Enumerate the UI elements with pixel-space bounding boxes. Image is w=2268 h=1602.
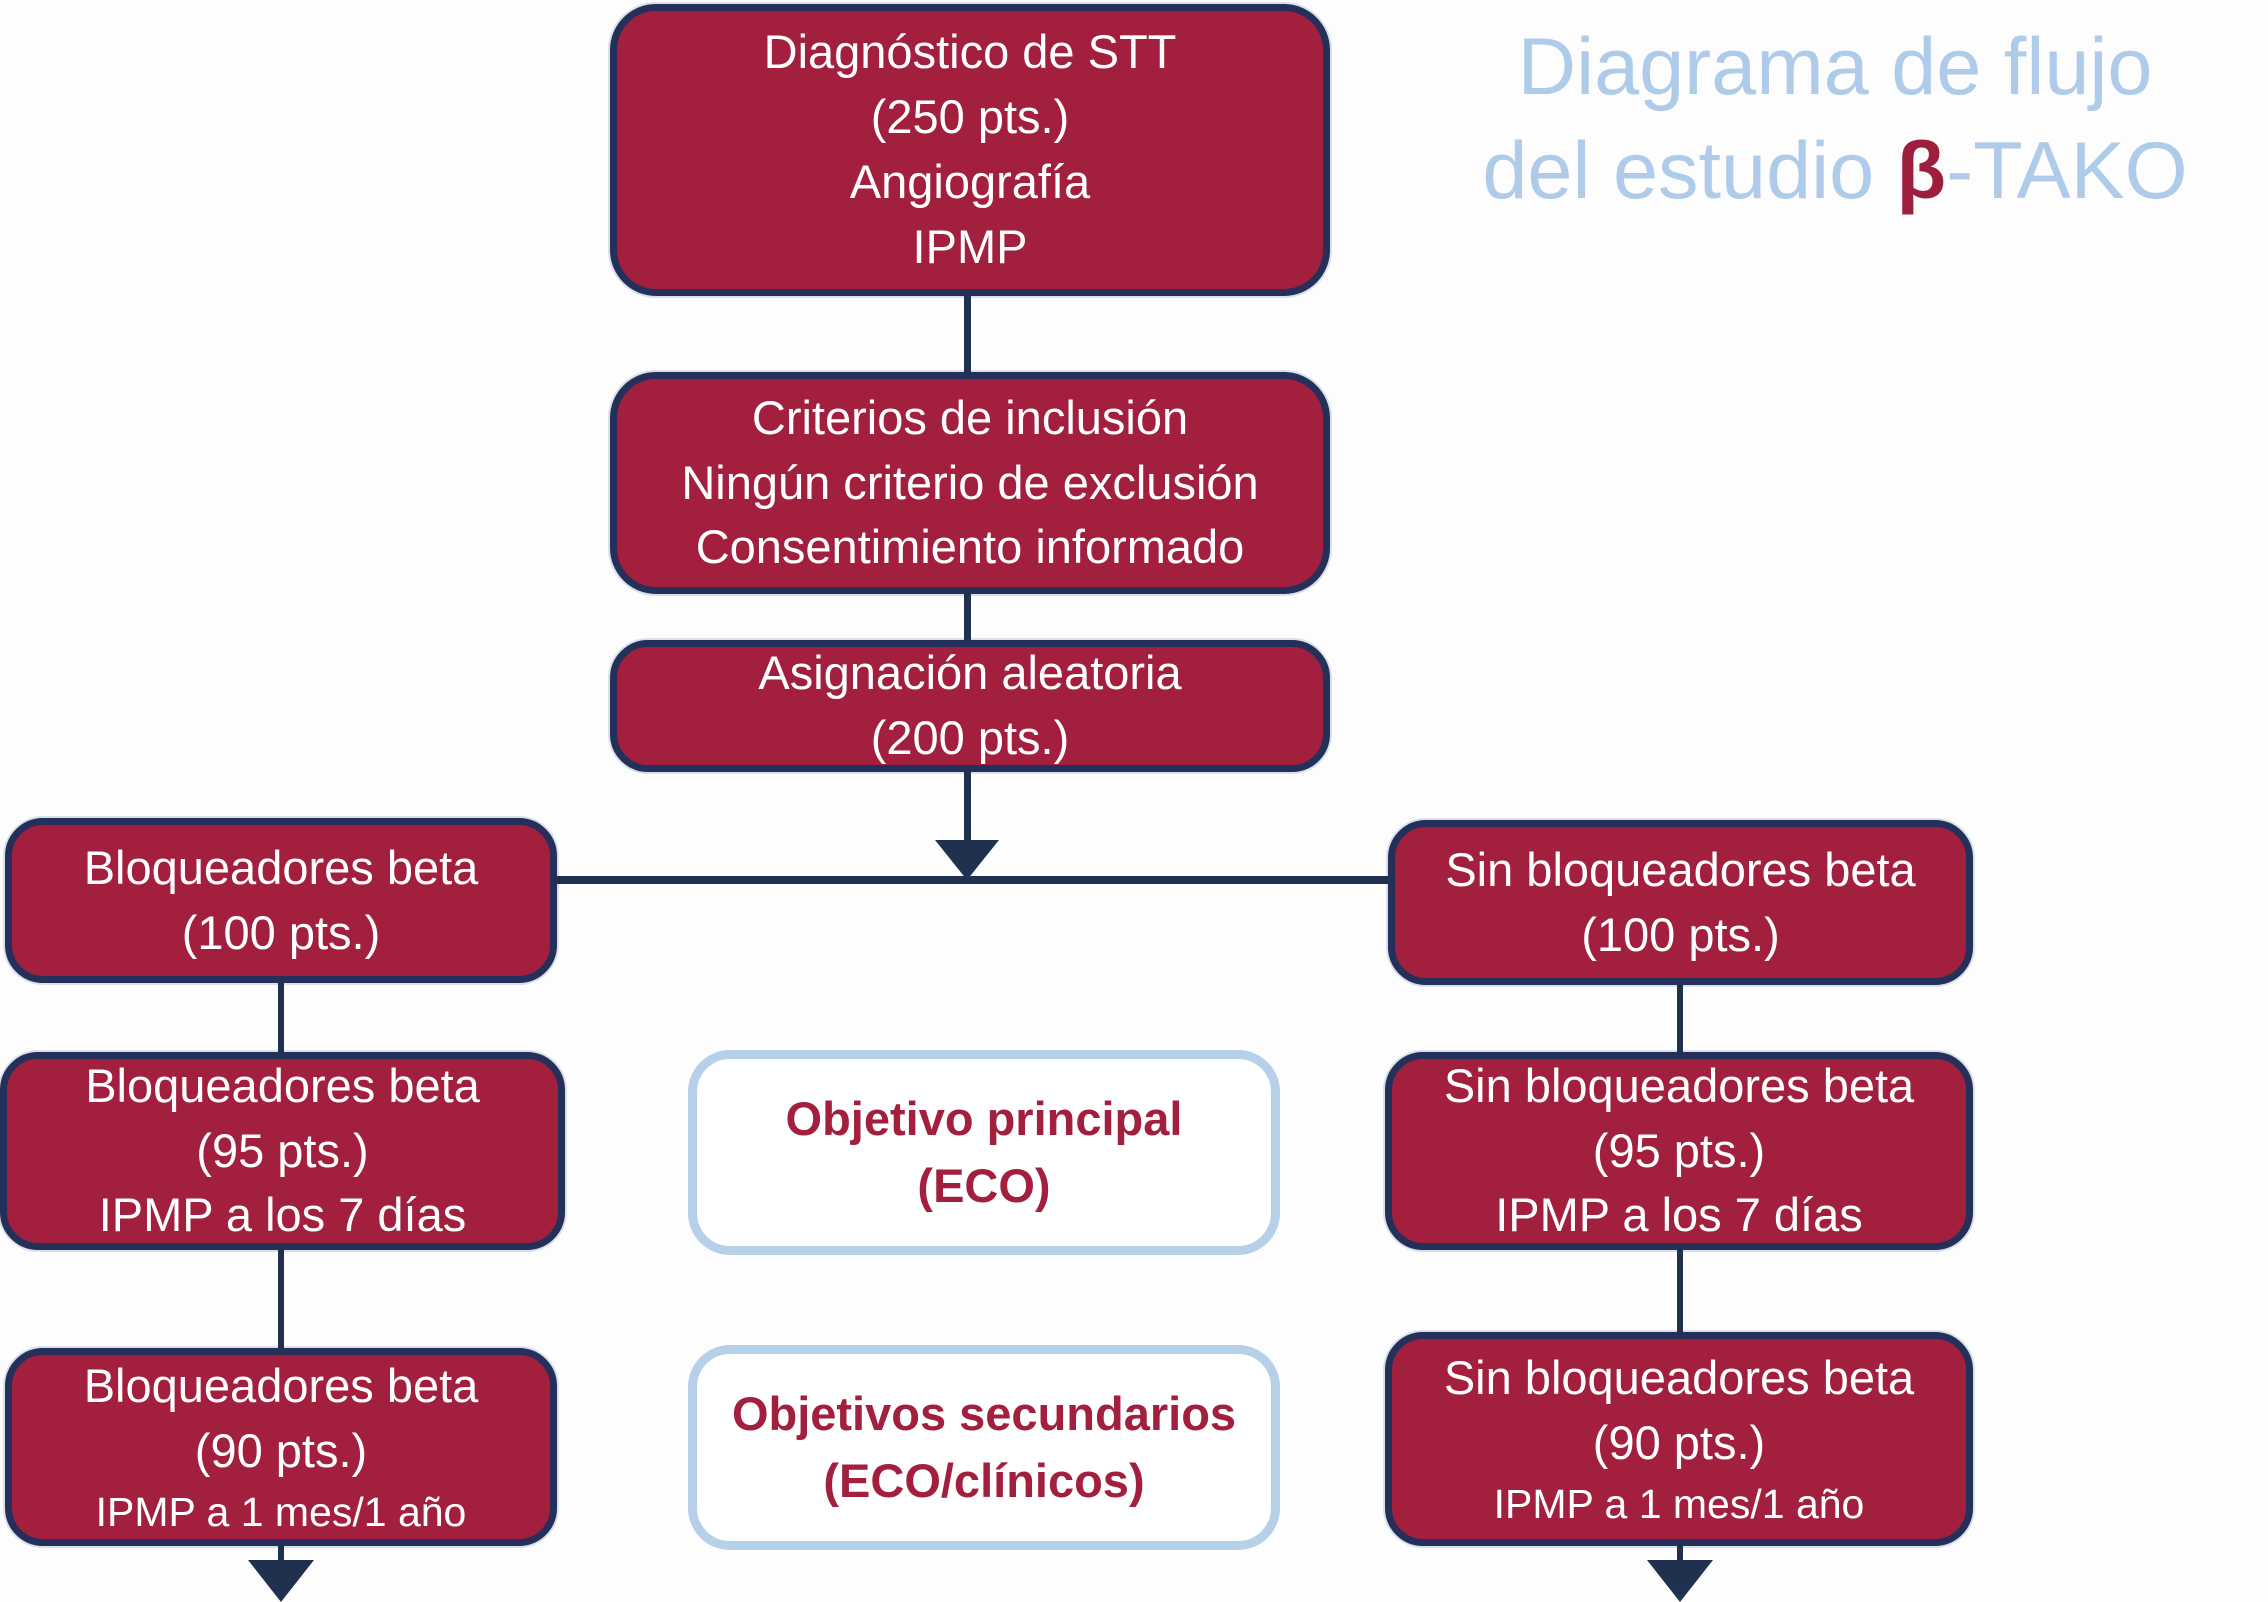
box-primary-objective: Objetivo principal (ECO) [688, 1050, 1280, 1255]
diagram-title-line1: Diagrama de flujo [1405, 16, 2265, 120]
box-text-line: IPMP a los 7 días [1495, 1188, 1863, 1242]
connector-criteria-to-randomization [964, 592, 971, 642]
box-text-line: (200 pts.) [870, 711, 1070, 764]
box-text-line: Bloqueadores beta [83, 1358, 479, 1412]
box-text-line: Diagnóstico de STT [763, 25, 1177, 79]
box-no-beta-blockers-100: Sin bloqueadores beta (100 pts.) [1388, 820, 1973, 985]
box-secondary-objectives: Objetivos secundarios (ECO/clínicos) [688, 1345, 1280, 1550]
box-text-line: Consentimiento informado [695, 520, 1245, 574]
connector-randomization-down [964, 770, 971, 842]
arrowhead-left-bottom [248, 1560, 314, 1602]
box-text-line: Bloqueadores beta [83, 840, 479, 894]
connector-diagnosis-to-criteria [964, 294, 971, 374]
diagram-title-line2: del estudio β-TAKO [1405, 120, 2265, 224]
box-randomization: Asignación aleatoria (200 pts.) [610, 640, 1330, 772]
diagram-title-line2-suffix: -TAKO [1946, 125, 2188, 216]
arrowhead-randomization [935, 840, 999, 880]
connector-split-horizontal [555, 876, 1390, 884]
connector-left-95-to-90 [278, 1248, 284, 1350]
box-text-line: IPMP [912, 219, 1028, 273]
diagram-title-line2-prefix: del estudio [1482, 125, 1897, 216]
box-beta-blockers-100: Bloqueadores beta (100 pts.) [5, 818, 557, 983]
arrowhead-right-bottom [1647, 1560, 1713, 1602]
box-text-line: Sin bloqueadores beta [1445, 842, 1916, 896]
diagram-title-line1-text: Diagrama de flujo [1517, 22, 2153, 112]
connector-right-90-down [1677, 1544, 1683, 1566]
box-text-line: (ECO/clínicos) [823, 1453, 1145, 1507]
box-text-line: (95 pts.) [1592, 1123, 1766, 1177]
box-text-line: Sin bloqueadores beta [1443, 1058, 1915, 1112]
box-text-line: Objetivo principal [785, 1091, 1183, 1145]
box-text-line: IPMP a los 7 días [98, 1188, 467, 1242]
box-text-line: (100 pts.) [1581, 907, 1780, 961]
box-text-line: Asignación aleatoria [758, 646, 1182, 700]
connector-left-100-to-95 [278, 980, 284, 1054]
box-beta-blockers-95: Bloqueadores beta (95 pts.) IPMP a los 7 d… [0, 1052, 565, 1250]
box-text-line: (90 pts.) [1592, 1415, 1766, 1469]
box-text-line: Sin bloqueadores beta [1443, 1350, 1915, 1404]
box-text-line: (250 pts.) [870, 90, 1070, 144]
connector-right-100-to-95 [1677, 983, 1683, 1054]
connector-right-95-to-90 [1677, 1248, 1683, 1334]
beta-symbol: β [1896, 125, 1947, 216]
box-text-line: Angiografía [849, 155, 1091, 208]
box-text-line: Bloqueadores beta [85, 1058, 480, 1112]
box-text-line: (95 pts.) [196, 1123, 369, 1177]
diagram-title: Diagrama de flujo del estudio β-TAKO [1405, 16, 2265, 223]
box-no-beta-blockers-90: Sin bloqueadores beta (90 pts.) IPMP a 1 m… [1385, 1332, 1973, 1546]
box-text-line: (90 pts.) [194, 1423, 368, 1477]
box-text-line: IPMP a 1 mes/1 año [1493, 1480, 1865, 1527]
box-text-line: (ECO) [917, 1158, 1051, 1212]
box-beta-blockers-90: Bloqueadores beta (90 pts.) IPMP a 1 mes/1… [5, 1348, 557, 1546]
box-text-line: Criterios de inclusión [751, 390, 1189, 444]
box-text-line: Objetivos secundarios [731, 1386, 1237, 1440]
box-text-line: IPMP a 1 mes/1 año [95, 1488, 467, 1535]
box-no-beta-blockers-95: Sin bloqueadores beta (95 pts.) IPMP a los… [1385, 1052, 1973, 1250]
connector-left-90-down [278, 1544, 284, 1566]
box-text-line: Ningún criterio de exclusión [681, 455, 1259, 509]
box-text-line: (100 pts.) [181, 905, 381, 959]
